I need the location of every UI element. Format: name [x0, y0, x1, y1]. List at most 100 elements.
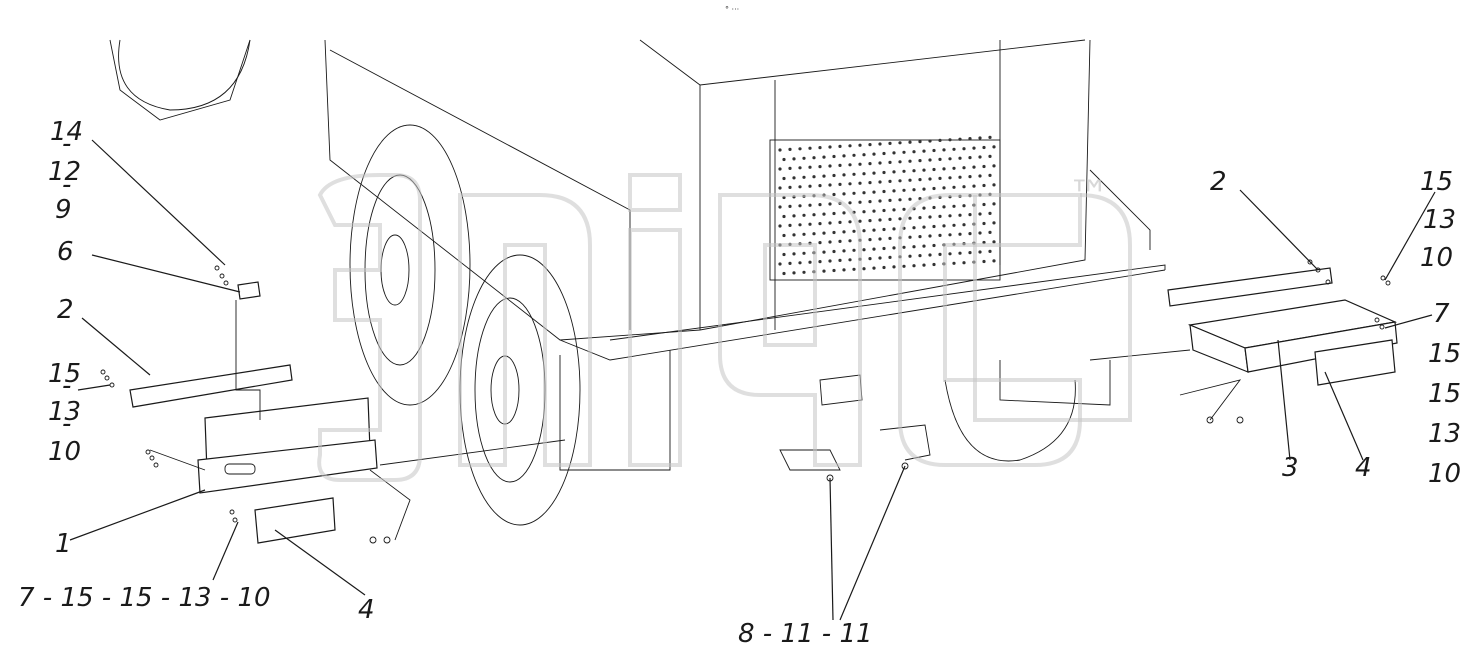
perforation-hole — [892, 227, 896, 231]
perforation-hole — [858, 181, 862, 185]
perforation-hole — [932, 167, 936, 172]
perforation-hole — [968, 137, 972, 141]
perforation-hole — [798, 166, 802, 170]
perforation-hole — [842, 268, 846, 272]
perforation-hole — [952, 147, 956, 151]
perforation-hole — [932, 148, 936, 153]
perforation-hole — [878, 142, 882, 146]
perforation-hole — [952, 185, 956, 189]
perforation-hole — [918, 254, 922, 258]
perforation-hole — [838, 258, 842, 262]
perforation-hole — [978, 212, 982, 216]
perforation-hole — [812, 213, 816, 217]
perforation-hole — [868, 181, 872, 185]
perforation-hole — [858, 219, 862, 223]
perforation-hole — [908, 140, 912, 144]
perforation-hole — [862, 229, 866, 233]
perforation-hole — [922, 149, 926, 153]
perforation-hole — [932, 243, 936, 248]
perforation-hole — [908, 197, 912, 201]
perforation-hole — [832, 249, 836, 254]
perforation-hole — [832, 173, 836, 178]
perforation-hole — [948, 233, 952, 237]
perforation-hole — [798, 261, 802, 265]
perforated-panel — [778, 135, 996, 276]
perforation-hole — [858, 200, 862, 204]
right-assembly-guides — [1089, 349, 1242, 421]
perforation-hole — [872, 190, 876, 194]
perforation-hole — [822, 155, 826, 159]
perforation-hole — [862, 267, 866, 271]
perforation-hole — [852, 248, 856, 252]
perforation-hole — [932, 224, 936, 229]
perforation-hole — [808, 203, 812, 207]
left-hardware-callout: 15 - 13 - 10 — [48, 359, 81, 467]
perforation-hole — [942, 167, 946, 171]
perforation-hole — [788, 261, 792, 265]
perforation-hole — [838, 239, 842, 243]
perforation-hole — [962, 261, 966, 265]
perforation-hole — [908, 159, 912, 163]
perforation-hole — [912, 188, 916, 192]
callout-right-7: 7 — [1433, 299, 1450, 329]
perforation-hole — [802, 175, 806, 179]
perforation-hole — [808, 184, 812, 188]
perforation-hole — [782, 157, 786, 162]
left-plate-part-1 — [197, 397, 378, 494]
perforation-hole — [812, 156, 816, 160]
perforation-hole — [862, 248, 866, 252]
perforation-hole — [802, 156, 806, 160]
perforation-hole — [942, 205, 946, 209]
perforation-hole — [842, 211, 846, 215]
callout-12: 12 — [48, 157, 81, 187]
callout-right-2: 2 — [1210, 167, 1227, 197]
perforation-hole — [858, 143, 862, 147]
perforation-hole — [892, 189, 896, 193]
perforation-hole — [962, 204, 966, 208]
perforation-hole — [958, 251, 962, 255]
perforation-hole — [968, 232, 972, 236]
perforation-hole — [942, 148, 946, 152]
perforation-hole — [982, 164, 986, 169]
perforation-hole — [872, 209, 876, 213]
right-plate-part-3 — [1187, 299, 1398, 373]
perforation-hole — [992, 240, 996, 244]
perforation-hole — [798, 185, 802, 189]
perforation-hole — [788, 223, 792, 227]
perforation-hole — [848, 182, 852, 186]
perforation-hole — [848, 258, 852, 262]
callout-3: 3 — [1282, 453, 1299, 483]
perforation-hole — [848, 201, 852, 205]
callout-9: 9 — [55, 195, 72, 225]
perforation-hole — [848, 220, 852, 224]
right-hw-bolts — [1206, 259, 1391, 424]
perforation-hole — [952, 204, 956, 208]
perforation-hole — [918, 235, 922, 239]
callout-right-4: 4 — [1355, 453, 1372, 483]
perforation-hole — [902, 150, 906, 154]
perforation-hole — [948, 138, 952, 142]
perforation-hole — [922, 187, 926, 191]
perforation-hole — [938, 214, 942, 218]
perforation-hole — [962, 223, 966, 227]
perforation-hole — [902, 245, 906, 249]
perforation-hole — [878, 180, 882, 184]
perforation-hole — [818, 203, 822, 207]
perforation-hole — [982, 145, 986, 150]
svg-text:-: - — [62, 170, 71, 200]
perforation-hole — [972, 165, 976, 169]
perforation-hole — [818, 222, 822, 226]
perforation-hole — [842, 154, 846, 158]
perforation-hole — [972, 146, 976, 150]
perforation-hole — [782, 271, 786, 276]
perforation-hole — [908, 216, 912, 220]
perforation-hole — [882, 227, 886, 232]
perforation-hole — [828, 183, 832, 187]
perforation-hole — [832, 211, 836, 216]
perforation-hole — [792, 252, 796, 256]
perforation-hole — [832, 154, 836, 159]
perforation-hole — [942, 186, 946, 190]
callout-right-13: 13 — [1428, 419, 1461, 449]
rear-wheel-2 — [459, 254, 581, 526]
